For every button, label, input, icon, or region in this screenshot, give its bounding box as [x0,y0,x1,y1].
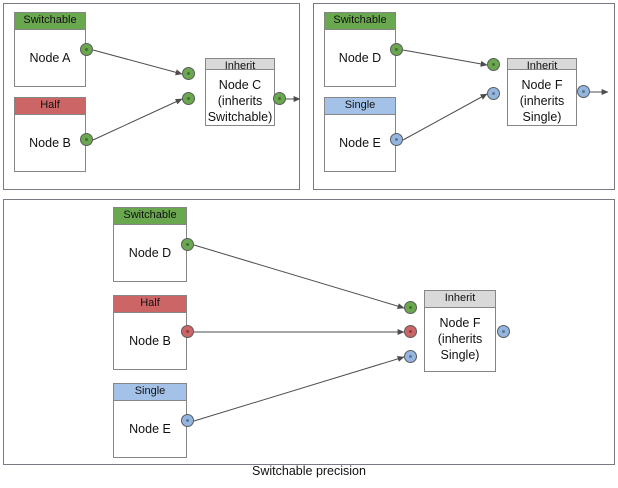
port-d-out-connector-icon[interactable] [390,43,403,56]
diagram-caption: Switchable precision [252,464,366,478]
port-bb-out-connector-icon[interactable] [181,325,194,338]
node-d-header: Switchable [325,13,395,30]
port-c-in-1-connector-icon[interactable] [182,67,195,80]
panel-bottom [3,199,615,465]
port-fb-in-1-connector-icon[interactable] [404,301,417,314]
port-eb-out-connector-icon[interactable] [181,414,194,427]
node-a-label: Node A [29,51,71,65]
port-b-out-connector-icon[interactable] [80,133,93,146]
node-c-label: Node C (inherits Switchable) [207,78,273,124]
node-f-top-label: Node F (inherits Single) [519,78,565,124]
node-f-bottom-header: Inherit [425,291,495,308]
port-e-out-connector-icon[interactable] [390,133,403,146]
port-f-in-1-connector-icon[interactable] [487,58,500,71]
node-d-label: Node D [338,51,382,65]
port-c-out-connector-icon[interactable] [273,92,286,105]
node-e-header: Single [325,98,395,115]
port-c-in-2-connector-icon[interactable] [182,92,195,105]
node-e-label: Node E [339,136,381,150]
port-a-out-connector-icon[interactable] [80,43,93,56]
node-a-header: Switchable [15,13,85,30]
node-e-b-label: Node E [129,422,171,436]
port-fb-in-3-connector-icon[interactable] [404,350,417,363]
node-b-label: Node B [29,136,71,150]
node-c-header: Inherit [206,59,274,70]
port-f-in-2-connector-icon[interactable] [487,87,500,100]
node-f-top-header: Inherit [508,59,576,70]
port-f-out-connector-icon[interactable] [577,85,590,98]
node-b-b-label: Node B [129,334,171,348]
port-fb-in-2-connector-icon[interactable] [404,325,417,338]
node-b-b-header: Half [114,296,186,313]
node-d-b-header: Switchable [114,208,186,225]
node-e-b-header: Single [114,384,186,401]
node-b-header: Half [15,98,85,115]
port-db-out-connector-icon[interactable] [181,238,194,251]
node-f-bottom-label: Node F (inherits Single) [437,316,483,362]
node-d-b-label: Node D [128,246,172,260]
port-fb-out-connector-icon[interactable] [497,325,510,338]
